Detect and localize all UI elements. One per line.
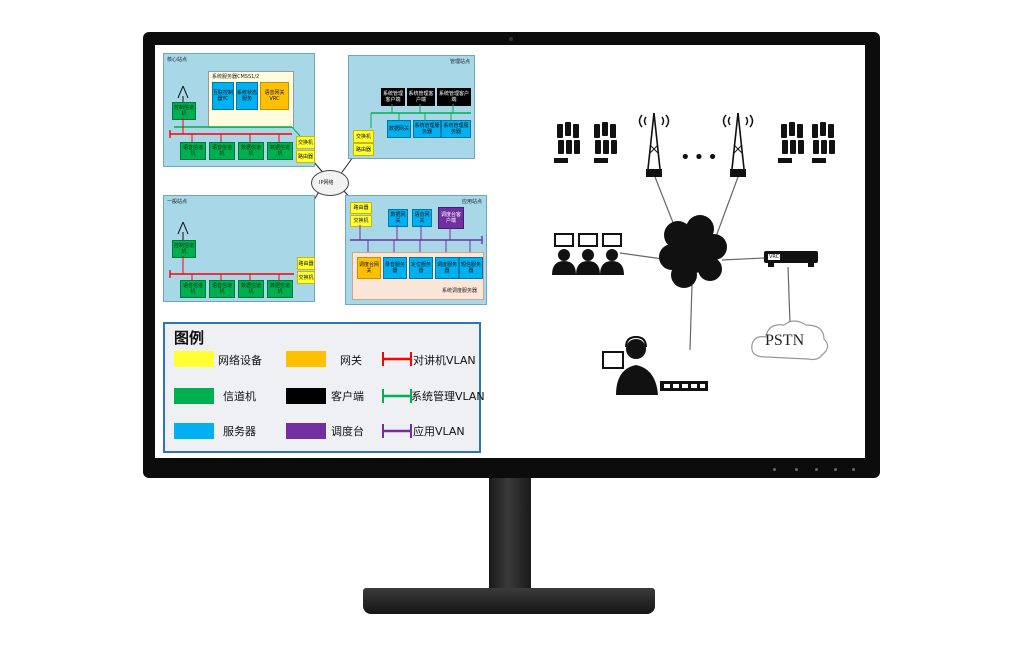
legend-swatch: [286, 351, 326, 367]
monitor-stand-base: [363, 588, 655, 614]
client-box[interactable]: 系统管理客户端: [407, 88, 435, 106]
gateway-box[interactable]: 调度台网关: [357, 257, 381, 279]
legend-swatch: [174, 351, 214, 367]
router-box[interactable]: 路由器: [296, 150, 315, 163]
dispatch-console-box[interactable]: 调度台客户端: [438, 207, 464, 229]
radio-group-icon: [778, 118, 844, 168]
radio-group-icon: [554, 118, 620, 168]
server-group-title: 系统服务器CMSS1/2: [212, 74, 260, 80]
switch-box[interactable]: 交换机: [296, 136, 315, 149]
legend-line-purple: [382, 424, 412, 438]
general-vlan-lines: [169, 221, 294, 280]
vrc-label: VRC: [769, 254, 780, 260]
legend-swatch: [286, 388, 326, 404]
pstn-cloud-icon: PSTN: [748, 317, 832, 365]
pstn-label: PSTN: [765, 332, 805, 349]
legend-line-green: [382, 389, 412, 403]
channel-box[interactable]: 语音信道机: [209, 142, 235, 160]
management-site: 管理站点 系统管理客户端 系统管理客户端 系统管理客户端 数据网关 系统管理服务…: [348, 55, 475, 159]
dispatch-operators-icon: [552, 233, 624, 275]
legend-label: 客户端: [331, 390, 364, 403]
ip-network-cloud-icon: IP网络: [311, 170, 349, 196]
channel-box[interactable]: 数据信道机: [267, 142, 293, 160]
architecture-diagram: 核心站点 系统服务器CMSS1/2 互联控制器YC 系统状态服务 语音网关VRC…: [155, 45, 487, 458]
channel-box[interactable]: 数据信道机: [267, 280, 293, 298]
mgmt-site-title: 管理站点: [449, 59, 470, 65]
server-box[interactable]: 短信服务器: [459, 257, 483, 279]
server-box[interactable]: 调度服务器: [435, 257, 459, 279]
switch-box[interactable]: 交换机: [297, 271, 315, 284]
legend-label: 网络设备: [218, 354, 262, 367]
channel-box[interactable]: 语音信道机: [209, 280, 235, 298]
legend-swatch: [174, 388, 214, 404]
server-group-title: 系统调度服务器: [441, 288, 477, 294]
monitor-stand-neck: [489, 478, 531, 596]
server-box[interactable]: 系统状态服务: [236, 82, 258, 110]
client-box[interactable]: 系统管理客户端: [437, 88, 471, 106]
network-cloud-icon: [658, 213, 728, 291]
gateway-box[interactable]: 语音网关: [412, 209, 432, 227]
router-box[interactable]: 路由器: [297, 257, 315, 270]
core-site-title: 核心站点: [167, 57, 188, 63]
application-site: 应用站点 路由器 交换机 数据网关 语音网关 调度台客户端 调度台网关: [345, 195, 487, 305]
switch-box[interactable]: 交换机: [353, 130, 374, 143]
legend-title: 图例: [174, 329, 205, 347]
core-vlan-lines: [169, 85, 301, 142]
server-box[interactable]: 互联控制器YC: [212, 82, 234, 110]
server-box[interactable]: 系统管理服务器: [441, 120, 471, 138]
server-group: 系统服务器CMSS1/2 互联控制器YC 系统状态服务 语音网关VRC: [208, 71, 294, 128]
vrc-gateway-icon: VRC: [762, 247, 820, 269]
monitor-button[interactable]: [773, 468, 776, 471]
legend-swatch: [286, 423, 326, 439]
channel-box[interactable]: 数据信道机: [238, 280, 264, 298]
legend: 图例 网络设备 网关 对讲机VLAN 信道机 客户端 系统管理VLAN 服务: [163, 322, 485, 453]
gateway-box[interactable]: 语音网关VRC: [260, 82, 289, 110]
monitor-button[interactable]: [795, 468, 798, 471]
legend-line-red: [382, 352, 412, 366]
ellipsis-icon: •••: [680, 147, 721, 168]
legend-label: 应用VLAN: [413, 425, 465, 438]
core-site: 核心站点 系统服务器CMSS1/2 互联控制器YC 系统状态服务 语音网关VRC…: [163, 53, 315, 167]
legend-label: 信道机: [223, 390, 256, 403]
app-vlan-lines: [350, 225, 483, 254]
topology-illustration: •••: [540, 85, 840, 405]
server-box[interactable]: 系统管理服务器: [413, 120, 441, 138]
app-site-title: 应用站点: [461, 199, 482, 205]
base-station-tower-icon: [720, 105, 756, 179]
ip-network-label: IP网络: [319, 180, 334, 186]
legend-label: 调度台: [331, 425, 364, 438]
channel-box[interactable]: 语音信道机: [180, 142, 206, 160]
legend-label: 系统管理VLAN: [411, 390, 485, 403]
monitor-button[interactable]: [834, 468, 837, 471]
mgmt-vlan-lines: [370, 104, 471, 128]
legend-label: 对讲机VLAN: [413, 354, 476, 367]
switch-box[interactable]: 交换机: [350, 215, 372, 227]
webcam-icon: [509, 37, 513, 41]
legend-label: 网关: [340, 354, 362, 367]
control-channel-box[interactable]: 控制信道机: [172, 102, 196, 120]
channel-box[interactable]: 数据信道机: [238, 142, 264, 160]
general-site-title: 一般站点: [167, 199, 188, 205]
monitor-screen: 核心站点 系统服务器CMSS1/2 互联控制器YC 系统状态服务 语音网关VRC…: [155, 45, 865, 458]
base-station-tower-icon: [636, 105, 672, 179]
server-box[interactable]: 录音服务器: [383, 257, 407, 279]
dispatch-server-group: 调度台网关 录音服务器 定位服务器 调度服务器 短信服务器 系统调度服务器: [352, 252, 484, 300]
client-box[interactable]: 系统管理客户端: [381, 88, 405, 106]
server-box[interactable]: 定位服务器: [409, 257, 433, 279]
operator-console-icon: [602, 335, 710, 401]
legend-label: 服务器: [223, 425, 256, 438]
router-box[interactable]: 路由器: [353, 143, 374, 156]
gateway-box[interactable]: 数据网关: [387, 120, 411, 138]
router-box[interactable]: 路由器: [350, 202, 372, 214]
monitor-button[interactable]: [815, 468, 818, 471]
monitor-power-button[interactable]: [852, 468, 855, 471]
control-channel-box[interactable]: 控制信道机: [172, 240, 196, 258]
legend-swatch: [174, 423, 214, 439]
gateway-box[interactable]: 数据网关: [388, 209, 408, 227]
channel-box[interactable]: 语音信道机: [180, 280, 206, 298]
general-site: 一般站点 控制信道机 语音信道机 语音信道机 数据信道机 数据信道机 路由器 交…: [163, 195, 315, 302]
